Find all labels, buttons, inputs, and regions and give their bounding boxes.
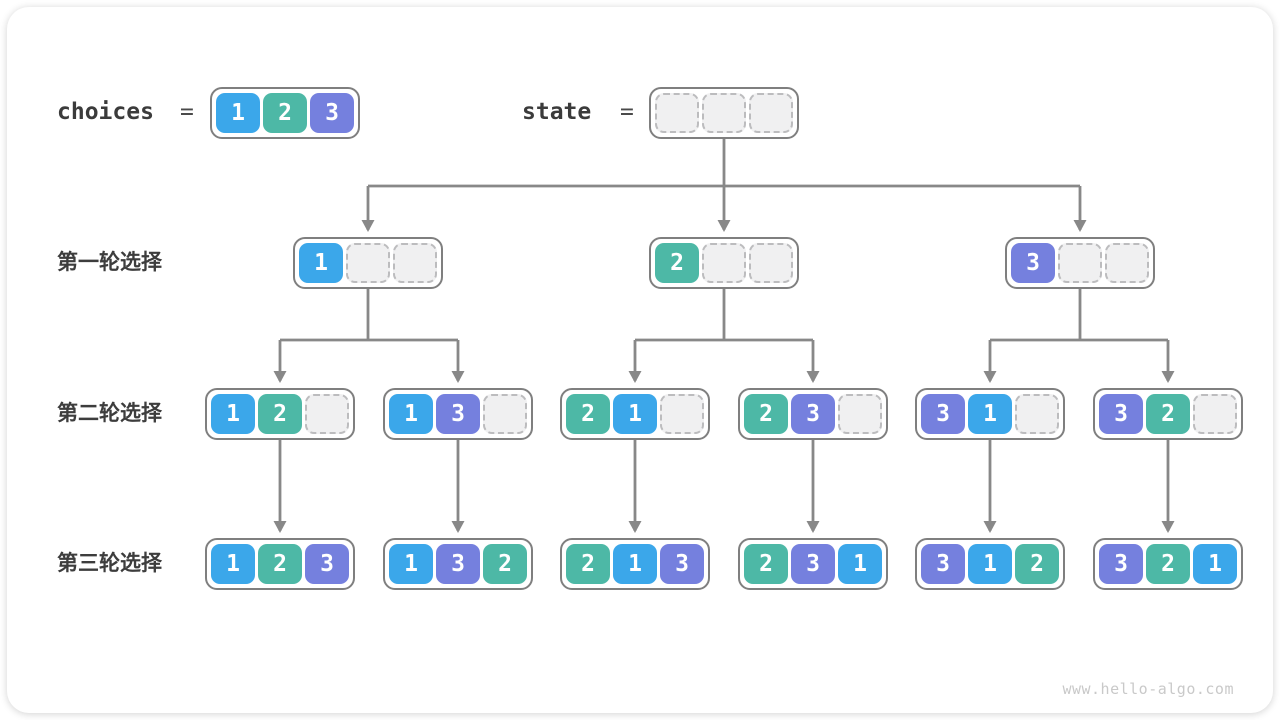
array-cell-value: 2 — [1146, 544, 1190, 584]
array-cell-value: 3 — [921, 544, 965, 584]
array-cell-value: 2 — [744, 544, 788, 584]
array-cell-value: 2 — [1146, 394, 1190, 434]
array-cell-value: 1 — [968, 394, 1012, 434]
array-cell-value: 3 — [310, 93, 354, 133]
array-cell-value: 1 — [1193, 544, 1237, 584]
array-cell-empty — [702, 243, 746, 283]
row-label-2: 第二轮选择 — [57, 402, 162, 425]
array-cell-value: 1 — [613, 394, 657, 434]
array-cell-value: 1 — [838, 544, 882, 584]
state-array — [649, 87, 799, 139]
array-cell-value: 1 — [389, 544, 433, 584]
node-round1-3: 3 — [1005, 237, 1155, 289]
node-round1-1: 1 — [293, 237, 443, 289]
array-cell-value: 2 — [566, 544, 610, 584]
node-round1-2: 2 — [649, 237, 799, 289]
array-cell-value: 2 — [655, 243, 699, 283]
array-cell-empty — [1193, 394, 1237, 434]
array-cell-value: 3 — [921, 394, 965, 434]
choices-equals-sign: = — [180, 99, 194, 125]
array-cell-empty — [702, 93, 746, 133]
array-cell-empty — [1105, 243, 1149, 283]
array-cell-empty — [749, 243, 793, 283]
array-cell-value: 3 — [660, 544, 704, 584]
array-cell-value: 1 — [968, 544, 1012, 584]
array-cell-value: 1 — [389, 394, 433, 434]
array-cell-value: 3 — [791, 394, 835, 434]
array-cell-empty — [305, 394, 349, 434]
array-cell-value: 3 — [791, 544, 835, 584]
array-cell-empty — [749, 93, 793, 133]
array-cell-empty — [393, 243, 437, 283]
state-equals-sign: = — [620, 99, 634, 125]
array-cell-value: 2 — [744, 394, 788, 434]
array-cell-value: 2 — [258, 394, 302, 434]
array-cell-value: 3 — [1099, 544, 1143, 584]
watermark: www.hello-algo.com — [1062, 680, 1234, 698]
array-cell-value: 1 — [211, 394, 255, 434]
choices-label: choices — [57, 99, 154, 125]
array-cell-value: 2 — [1015, 544, 1059, 584]
array-cell-value: 3 — [436, 544, 480, 584]
array-cell-value: 1 — [613, 544, 657, 584]
array-cell-empty — [655, 93, 699, 133]
array-cell-value: 1 — [299, 243, 343, 283]
array-cell-value: 2 — [483, 544, 527, 584]
array-cell-value: 3 — [1099, 394, 1143, 434]
array-cell-empty — [483, 394, 527, 434]
array-cell-value: 3 — [436, 394, 480, 434]
array-cell-value: 2 — [263, 93, 307, 133]
state-label: state — [522, 99, 592, 125]
array-cell-value: 1 — [216, 93, 260, 133]
array-cell-value: 2 — [258, 544, 302, 584]
array-cell-value: 2 — [566, 394, 610, 434]
row-label-3: 第三轮选择 — [57, 552, 162, 575]
array-cell-empty — [660, 394, 704, 434]
array-cell-empty — [1015, 394, 1059, 434]
array-cell-value: 1 — [211, 544, 255, 584]
array-cell-empty — [838, 394, 882, 434]
row-label-1: 第一轮选择 — [57, 251, 162, 274]
array-cell-value: 3 — [1011, 243, 1055, 283]
array-cell-empty — [1058, 243, 1102, 283]
array-cell-value: 3 — [305, 544, 349, 584]
array-cell-empty — [346, 243, 390, 283]
